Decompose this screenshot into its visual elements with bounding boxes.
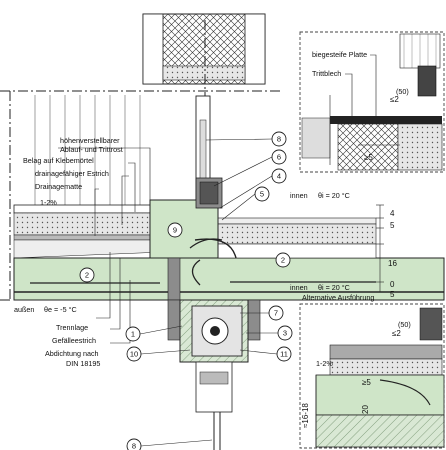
callout-2-left-text: 2 xyxy=(85,271,89,280)
callout-8-top-text: 8 xyxy=(277,135,281,144)
label-trennlage: Trennlage xyxy=(56,323,88,332)
alt-ge5: ≥5 xyxy=(362,378,371,387)
callout-1-text: 1 xyxy=(131,330,135,339)
label-hoehenverstellbarer: höhenverstellbarer xyxy=(60,136,120,145)
callout-5-text: 5 xyxy=(260,190,264,199)
dim-0: 0 xyxy=(390,280,395,289)
callout-10-text: 10 xyxy=(130,350,138,359)
label-gefaelleestrich: Gefälleestrich xyxy=(52,336,96,345)
concrete-slab xyxy=(13,257,445,301)
label-temp-out: θe = -5 °C xyxy=(44,305,77,314)
label-innen-1: innen xyxy=(290,191,308,200)
callout-3-text: 3 xyxy=(283,329,287,338)
label-belag: Belag auf Klebemörtel xyxy=(23,156,94,165)
callout-6-text: 6 xyxy=(277,153,281,162)
dim-16: 16 xyxy=(388,259,397,268)
inset-ge5: ≥5 xyxy=(364,153,373,162)
callout-group xyxy=(79,131,293,450)
label-innen-2: innen xyxy=(290,283,308,292)
label-biegesteife-platte: biegesteife Platte xyxy=(312,50,367,59)
side-wall-section xyxy=(142,13,266,85)
label-temp-in-2: θi = 20 °C xyxy=(318,283,350,292)
label-estrich: drainagefähiger Estrich xyxy=(35,169,109,178)
leader-lines xyxy=(58,147,151,344)
callout-9 xyxy=(167,222,183,238)
callout-2-right-text: 2 xyxy=(281,256,285,265)
roller-shutter-box xyxy=(179,299,249,450)
dim-4: 4 xyxy=(390,209,395,218)
main-dimension-chain xyxy=(376,204,384,293)
alt-dim-1618: ≈16-18 xyxy=(301,403,310,428)
callout-2-right xyxy=(275,252,291,268)
callout-11-text: 11 xyxy=(280,350,288,359)
label-trittblech: Trittblech xyxy=(312,69,341,78)
window-frame xyxy=(195,95,223,209)
interior-floor xyxy=(149,199,377,259)
alt-le2: ≤2 xyxy=(392,329,401,338)
callout-8-bottom-text: 8 xyxy=(132,442,136,450)
label-abdichtung-1: Abdichtung nach xyxy=(45,349,99,358)
alt-slope: 1-2% xyxy=(316,359,333,368)
dim-5: 5 xyxy=(390,221,395,230)
callout-2-left xyxy=(79,267,95,283)
alt-title: Alternative Ausführung xyxy=(302,293,374,302)
leader-trittblech xyxy=(345,73,353,116)
callout-4-text: 4 xyxy=(277,172,281,181)
callout-9-text: 9 xyxy=(173,226,177,235)
thermal-break-blocks xyxy=(167,257,261,341)
alt-dim-20: 20 xyxy=(361,405,370,414)
label-drainagematte: Drainagematte xyxy=(35,182,82,191)
leader-biegesteife xyxy=(370,54,377,116)
reinforcement xyxy=(191,259,376,286)
window-mullions xyxy=(34,95,141,205)
inset-alternative xyxy=(299,303,445,449)
label-abdichtung-2: DIN 18195 xyxy=(66,359,100,368)
callout-7-text: 7 xyxy=(274,309,278,318)
balcony-buildup xyxy=(13,204,165,259)
inset-top-right xyxy=(299,31,445,173)
dim-5b: 5 xyxy=(390,290,395,299)
alt-sup50: (50) xyxy=(398,320,411,329)
label-slope: 1-2% xyxy=(40,198,57,207)
label-aussen: außen xyxy=(14,305,34,314)
inset-le2: ≤2 xyxy=(390,95,399,104)
label-temp-in-1: θi = 20 °C xyxy=(318,191,350,200)
label-ablauf: Ablauf- und Trittrost xyxy=(60,145,123,154)
inset-sup50: (50) xyxy=(396,87,409,96)
callout-leaders xyxy=(139,138,278,447)
